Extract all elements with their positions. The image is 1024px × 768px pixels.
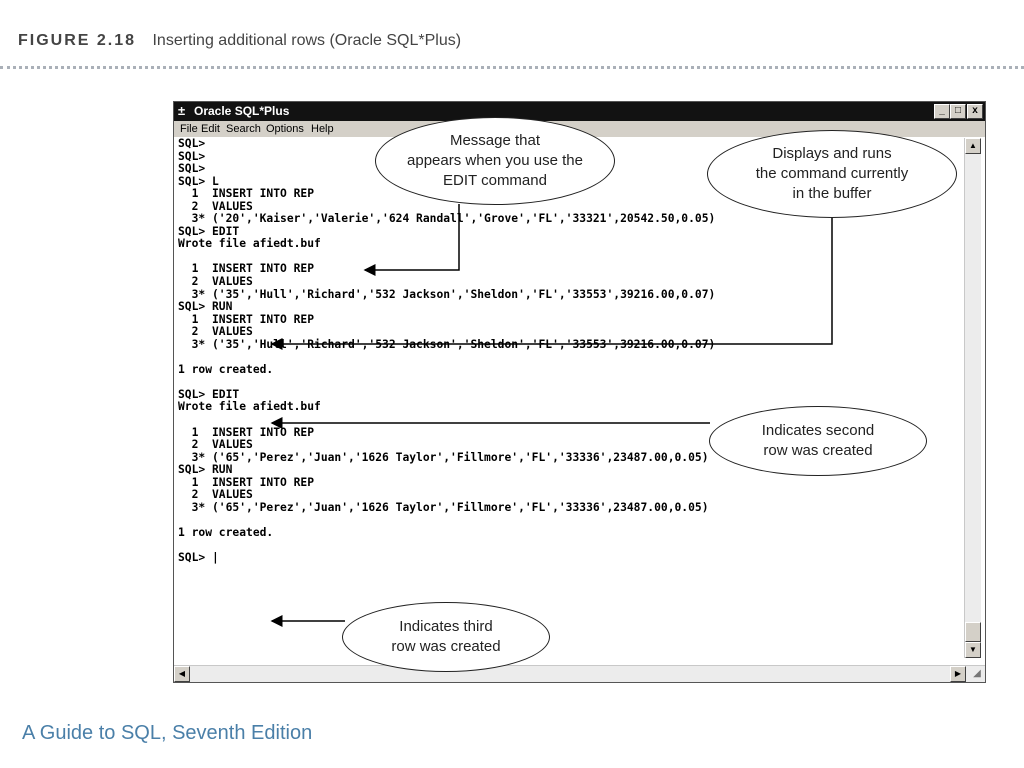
menu-options[interactable]: Options <box>266 123 304 135</box>
horizontal-scrollbar[interactable]: ◀ ▶ ◢ <box>174 665 985 682</box>
console-line: 2 VALUES <box>178 275 253 289</box>
console-line: 1 INSERT INTO REP <box>178 312 315 326</box>
console-line: 2 VALUES <box>178 199 253 213</box>
edit-message-arrow <box>363 204 460 276</box>
vertical-scrollbar[interactable]: ▲ ▼ <box>964 138 981 658</box>
dotted-divider <box>0 66 1024 69</box>
console-line: 2 VALUES <box>178 488 253 502</box>
figure-caption: Inserting additional rows (Oracle SQL*Pl… <box>152 32 462 49</box>
resize-grip-icon[interactable]: ◢ <box>973 668 981 679</box>
console-line: SQL> <box>178 162 206 176</box>
console-line: Wrote file afiedt.buf <box>178 400 321 414</box>
close-button[interactable]: x <box>967 104 983 119</box>
window-titlebar[interactable]: ± Oracle SQL*Plus _ □ x <box>174 102 985 121</box>
console-line: SQL> EDIT <box>178 387 240 401</box>
callout-run-command: Displays and runs the command currently … <box>707 130 957 218</box>
console-line: 1 INSERT INTO REP <box>178 262 315 276</box>
console-line: SQL> EDIT <box>178 224 240 238</box>
console-line: SQL> RUN <box>178 463 233 477</box>
console-line: SQL> <box>178 149 206 163</box>
run-command-arrow <box>270 218 833 350</box>
console-line: 3* ('20','Kaiser','Valerie','624 Randall… <box>178 212 716 226</box>
console-line: 1 row created. <box>178 362 274 376</box>
menu-edit[interactable]: Edit <box>201 123 220 135</box>
console-output[interactable]: SQL>SQL>SQL>SQL> L 1 INSERT INTO REP 2 V… <box>178 138 948 658</box>
figure-header: FIGURE 2.18 Inserting additional rows (O… <box>18 32 461 50</box>
scroll-right-icon[interactable]: ▶ <box>950 666 966 682</box>
console-line: 3* ('65','Perez','Juan','1626 Taylor','F… <box>178 450 709 464</box>
figure-number: FIGURE 2.18 <box>18 32 137 49</box>
callout-second-row: Indicates second row was created <box>709 406 927 476</box>
oracle-app-icon[interactable]: ± <box>178 103 186 118</box>
console-line: SQL> L <box>178 174 219 188</box>
console-line: 3* ('35','Hull','Richard','532 Jackson',… <box>178 287 716 301</box>
menu-file[interactable]: File <box>180 123 198 135</box>
console-line: 1 INSERT INTO REP <box>178 187 315 201</box>
menu-help[interactable]: Help <box>311 123 334 135</box>
minimize-button[interactable]: _ <box>934 104 950 119</box>
console-line: 2 VALUES <box>178 325 253 339</box>
callout-edit-message: Message that appears when you use the ED… <box>375 117 615 205</box>
sqlplus-window: ± Oracle SQL*Plus _ □ x File Edit Search… <box>173 101 986 683</box>
console-line: SQL> | <box>178 551 219 565</box>
console-line: SQL> RUN <box>178 300 233 314</box>
scroll-thumb[interactable] <box>965 622 981 642</box>
console-line: 3* ('65','Perez','Juan','1626 Taylor','F… <box>178 500 709 514</box>
scroll-up-icon[interactable]: ▲ <box>965 138 981 154</box>
maximize-button[interactable]: □ <box>950 104 966 119</box>
console-line: 1 INSERT INTO REP <box>178 425 315 439</box>
menu-search[interactable]: Search <box>226 123 261 135</box>
console-line: 2 VALUES <box>178 438 253 452</box>
console-line: Wrote file afiedt.buf <box>178 237 321 251</box>
book-title: A Guide to SQL, Seventh Edition <box>22 722 313 744</box>
console-line: 1 INSERT INTO REP <box>178 475 315 489</box>
console-line: SQL> <box>178 138 206 150</box>
callout-third-row: Indicates third row was created <box>342 602 550 672</box>
scroll-down-icon[interactable]: ▼ <box>965 642 981 658</box>
scroll-left-icon[interactable]: ◀ <box>174 666 190 682</box>
window-title: Oracle SQL*Plus <box>194 104 290 118</box>
console-line: 1 row created. <box>178 525 274 539</box>
